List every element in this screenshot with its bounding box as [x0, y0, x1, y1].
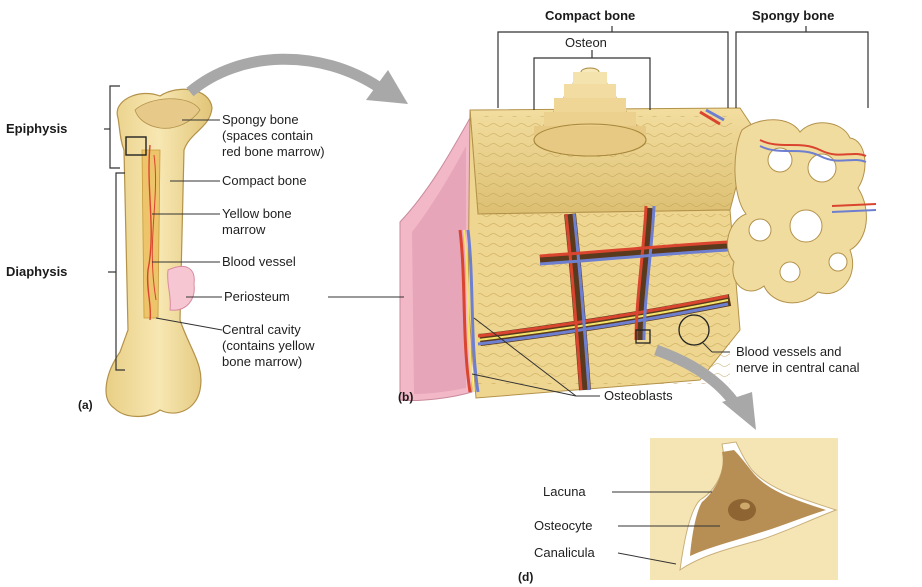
long-bone-illustration — [106, 89, 212, 416]
epiphysis-bracket — [104, 86, 120, 168]
blood-vessel-label: Blood vessel — [222, 254, 296, 270]
canalicula-label: Canalicula — [534, 545, 595, 561]
diaphysis-bracket — [108, 173, 125, 370]
osteocyte-label: Osteocyte — [534, 518, 593, 534]
epiphysis-label: Epiphysis — [6, 121, 67, 136]
central-cavity-label: Central cavity (contains yellow bone mar… — [222, 322, 315, 370]
osteon-label: Osteon — [565, 35, 607, 51]
spongy-bone-network — [727, 120, 876, 303]
zoom-arrow-a-to-b — [190, 59, 380, 92]
lacuna-label: Lacuna — [543, 484, 586, 500]
compact-bone-header: Compact bone — [545, 8, 635, 23]
periosteum-label: Periosteum — [224, 289, 290, 305]
panel-b-tag: (b) — [398, 390, 413, 404]
panel-a-tag: (a) — [78, 398, 93, 412]
compact-bone-block — [400, 68, 752, 401]
osteocyte-panel — [650, 438, 838, 580]
diaphysis-label: Diaphysis — [6, 264, 67, 279]
spongy-bone-label-a: Spongy bone (spaces contain red bone mar… — [222, 112, 325, 160]
compact-bone-label-a: Compact bone — [222, 173, 307, 189]
panel-d-tag: (d) — [518, 570, 533, 584]
yellow-bone-marrow-label: Yellow bone marrow — [222, 206, 292, 238]
spongy-bone-header: Spongy bone — [752, 8, 834, 23]
osteoblasts-label: Osteoblasts — [604, 388, 673, 404]
blood-vessels-nerve-label: Blood vessels and nerve in central canal — [736, 344, 860, 376]
osteocyte-nucleus — [728, 499, 756, 521]
spongy-bone-bracket — [736, 26, 868, 108]
osteon-cylinder — [534, 68, 646, 156]
